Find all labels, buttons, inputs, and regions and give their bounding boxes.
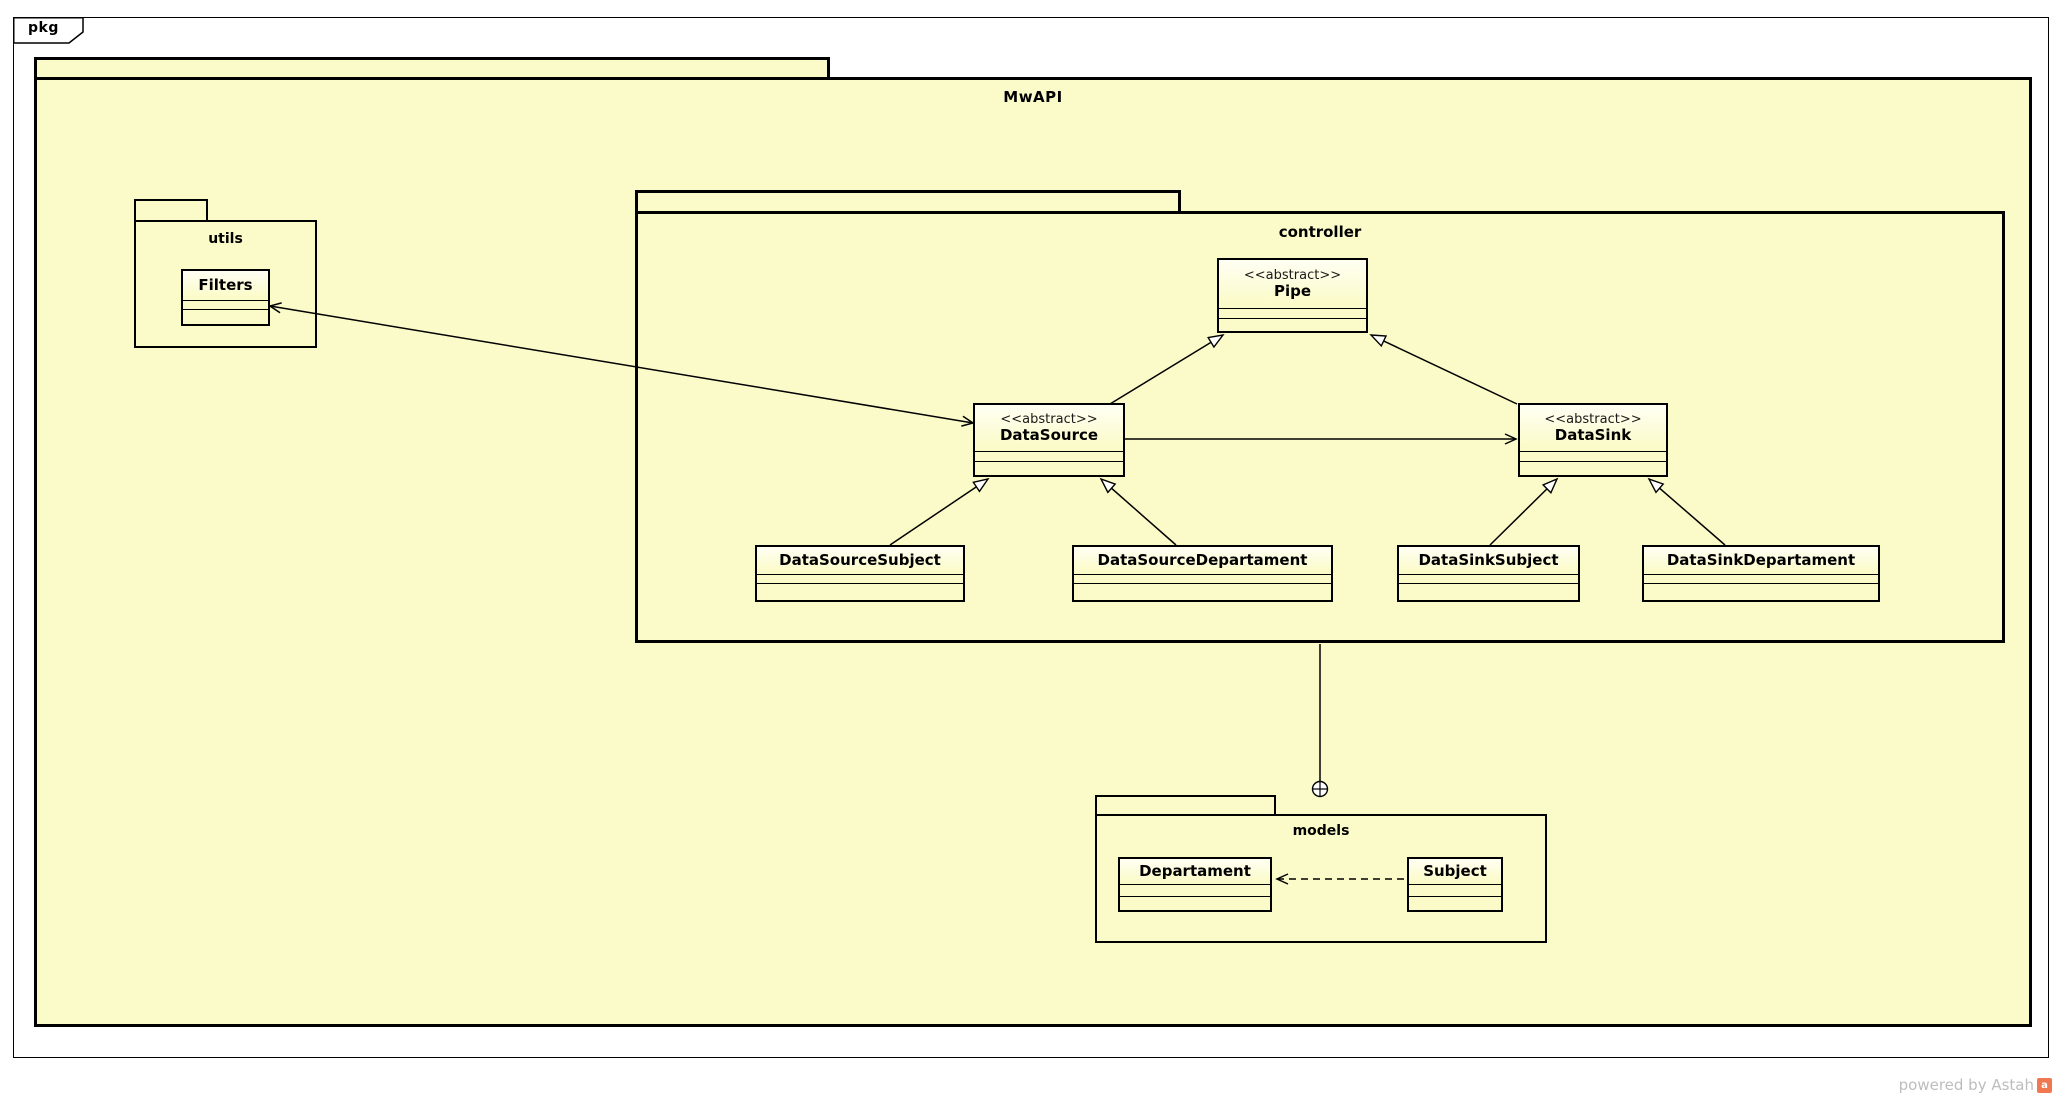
package-models-tab[interactable]	[1095, 795, 1276, 814]
class-datasink-name-compartment: <<abstract>> DataSink	[1520, 405, 1666, 452]
class-datasink[interactable]: <<abstract>> DataSink	[1518, 403, 1668, 477]
class-name: DataSourceSubject	[779, 551, 941, 569]
class-datasinkdepartament[interactable]: DataSinkDepartament	[1642, 545, 1880, 602]
attributes-compartment	[975, 452, 1123, 462]
class-pipe-name-compartment: <<abstract>> Pipe	[1219, 260, 1366, 309]
class-filters[interactable]: Filters	[181, 269, 270, 326]
attributes-compartment	[1120, 885, 1270, 897]
operations-compartment	[183, 310, 268, 324]
operations-compartment	[975, 462, 1123, 475]
class-datasourcedepartament-name-compartment: DataSourceDepartament	[1074, 547, 1331, 575]
attributes-compartment	[1074, 575, 1331, 584]
package-controller-tab[interactable]	[635, 190, 1181, 211]
class-subject[interactable]: Subject	[1407, 857, 1503, 912]
class-departament-name-compartment: Departament	[1120, 859, 1270, 885]
operations-compartment	[1644, 584, 1878, 600]
class-name: Departament	[1139, 862, 1251, 880]
class-name: Pipe	[1273, 282, 1312, 300]
operations-compartment	[1120, 897, 1270, 910]
class-datasourcedepartament[interactable]: DataSourceDepartament	[1072, 545, 1333, 602]
stereotype-label: <<abstract>>	[1544, 412, 1642, 427]
package-models-label: models	[1292, 823, 1350, 839]
attributes-compartment	[1409, 885, 1501, 897]
operations-compartment	[1409, 897, 1501, 910]
class-datasinksubject-name-compartment: DataSinkSubject	[1399, 547, 1578, 575]
attributes-compartment	[757, 575, 963, 584]
class-name: DataSource	[999, 426, 1099, 444]
attributes-compartment	[1219, 309, 1366, 319]
stereotype-label: <<abstract>>	[1000, 412, 1098, 427]
class-datasourcesubject[interactable]: DataSourceSubject	[755, 545, 965, 602]
stereotype-label: <<abstract>>	[1243, 268, 1342, 283]
attributes-compartment	[1644, 575, 1878, 584]
class-filters-name-compartment: Filters	[183, 271, 268, 301]
package-utils-tab[interactable]	[134, 199, 208, 220]
class-name: DataSourceDepartament	[1097, 551, 1308, 569]
class-subject-name-compartment: Subject	[1409, 859, 1501, 885]
class-datasinkdepartament-name-compartment: DataSinkDepartament	[1644, 547, 1878, 575]
class-pipe[interactable]: <<abstract>> Pipe	[1217, 258, 1368, 333]
class-name: DataSinkSubject	[1418, 551, 1559, 569]
class-name: Subject	[1423, 862, 1487, 880]
class-departament[interactable]: Departament	[1118, 857, 1272, 912]
class-datasourcesubject-name-compartment: DataSourceSubject	[757, 547, 963, 575]
operations-compartment	[757, 584, 963, 600]
package-utils-label: utils	[208, 231, 243, 247]
operations-compartment	[1520, 462, 1666, 475]
package-mwapi-label: MwAPI	[1003, 88, 1063, 106]
class-datasource[interactable]: <<abstract>> DataSource	[973, 403, 1125, 477]
operations-compartment	[1219, 319, 1366, 331]
astah-credit-text: powered by Astah	[1898, 1076, 2034, 1094]
class-datasource-name-compartment: <<abstract>> DataSource	[975, 405, 1123, 452]
attributes-compartment	[183, 301, 268, 310]
class-name: DataSink	[1554, 426, 1632, 444]
frame-pentagon	[13, 17, 84, 44]
attributes-compartment	[1520, 452, 1666, 462]
attributes-compartment	[1399, 575, 1578, 584]
operations-compartment	[1074, 584, 1331, 600]
class-datasinksubject[interactable]: DataSinkSubject	[1397, 545, 1580, 602]
astah-logo-icon: a	[2037, 1077, 2052, 1093]
class-name: Filters	[198, 276, 253, 294]
astah-credit: powered by Astah a	[1860, 1074, 2052, 1096]
package-mwapi-tab[interactable]	[34, 57, 830, 77]
frame-kind-label: pkg	[28, 20, 59, 36]
package-controller-label: controller	[1278, 223, 1362, 241]
operations-compartment	[1399, 584, 1578, 600]
class-name: DataSinkDepartament	[1666, 551, 1856, 569]
